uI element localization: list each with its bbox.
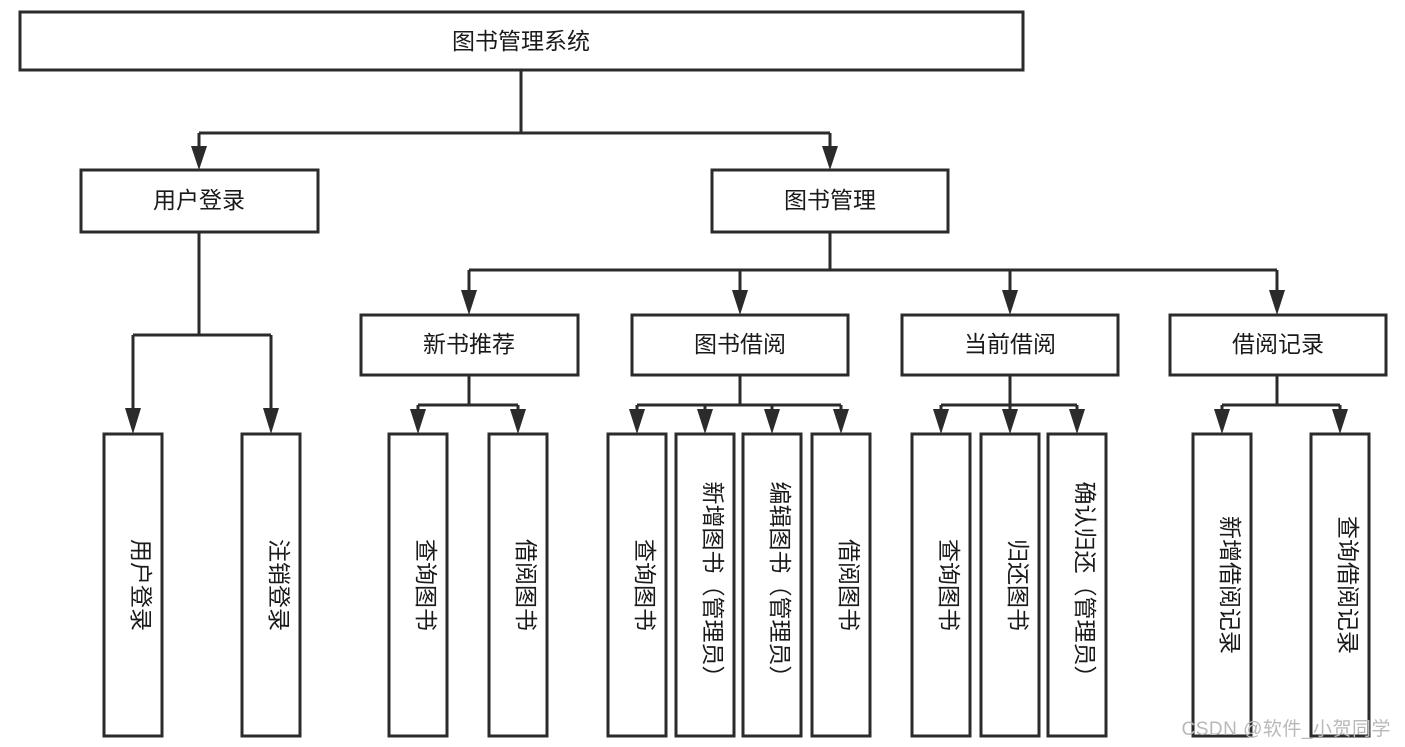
leaf-current-2-label: 归还图书	[1005, 539, 1031, 631]
leaf-borrow-2-box[interactable]	[674, 432, 736, 738]
node-book-borrow[interactable]: 图书借阅	[630, 313, 850, 377]
node-borrow-record-label: 借阅记录	[1232, 331, 1324, 357]
leaf-record-1-label: 新增借阅记录	[1217, 516, 1243, 654]
leaf-borrow-1-box[interactable]	[606, 432, 668, 738]
node-user-login-label: 用户登录	[153, 187, 245, 213]
leaf-borrow-4-box[interactable]	[810, 432, 872, 738]
connector-layer	[125, 70, 1348, 434]
leaf-record-1[interactable]: 新增借阅记录	[1191, 432, 1253, 738]
leaf-current-1-box[interactable]	[910, 432, 972, 738]
arrowhead-recommend-l1	[410, 409, 426, 434]
arrowhead-book-c4	[1269, 290, 1285, 315]
node-book-management-box[interactable]	[710, 168, 950, 234]
node-current-borrow-box[interactable]	[900, 313, 1120, 377]
leaf-user-login-1-box[interactable]	[102, 432, 164, 738]
node-new-book-recommend-box[interactable]	[359, 313, 580, 377]
arrowhead-current-l2	[1002, 409, 1018, 434]
leaf-recommend-2-box[interactable]	[487, 432, 549, 738]
leaf-user-login-1-label: 用户登录	[128, 539, 154, 631]
arrowhead-borrow-l1	[629, 409, 645, 434]
node-current-borrow[interactable]: 当前借阅	[900, 313, 1120, 377]
node-new-book-recommend-label: 新书推荐	[423, 331, 515, 357]
leaf-recommend-2[interactable]: 借阅图书	[487, 432, 549, 738]
arrowhead-record-l1	[1214, 409, 1230, 434]
node-borrow-record[interactable]: 借阅记录	[1168, 313, 1388, 377]
arrowhead-borrow-l4	[833, 409, 849, 434]
leaf-record-2[interactable]: 查询借阅记录	[1309, 432, 1371, 738]
leaf-recommend-1-label: 查询图书	[413, 539, 439, 631]
leaf-recommend-1-box[interactable]	[387, 432, 449, 738]
leaf-current-3-box[interactable]	[1046, 432, 1108, 738]
leaf-current-1-label: 查询图书	[936, 539, 962, 631]
arrowhead-current-l3	[1069, 409, 1085, 434]
leaf-user-login-1[interactable]: 用户登录	[102, 432, 164, 738]
leaf-borrow-4-label: 借阅图书	[836, 539, 862, 631]
node-book-management-label: 图书管理	[784, 187, 876, 213]
leaf-current-1[interactable]: 查询图书	[910, 432, 972, 738]
leaf-recommend-2-label: 借阅图书	[513, 539, 539, 631]
arrowhead-root-to-book	[822, 146, 838, 170]
arrowhead-user-leaf1	[125, 408, 141, 434]
node-new-book-recommend[interactable]: 新书推荐	[359, 313, 580, 377]
node-user-login[interactable]: 用户登录	[79, 168, 320, 234]
leaf-record-2-box[interactable]	[1309, 432, 1371, 738]
arrowhead-user-leaf2	[263, 408, 279, 434]
arrowhead-current-l1	[933, 409, 949, 434]
node-borrow-record-box[interactable]	[1168, 313, 1388, 377]
arrowhead-borrow-l3	[764, 409, 780, 434]
node-current-borrow-label: 当前借阅	[964, 331, 1056, 357]
leaf-borrow-1-label: 查询图书	[632, 539, 658, 631]
node-book-management[interactable]: 图书管理	[710, 168, 950, 234]
leaf-current-2[interactable]: 归还图书	[979, 432, 1041, 738]
leaf-current-3[interactable]: 确认归还（管理员）	[1046, 432, 1108, 738]
leaf-borrow-2[interactable]: 新增图书（管理员）	[674, 432, 736, 738]
arrowhead-root-to-user	[191, 146, 207, 170]
node-user-login-box[interactable]	[79, 168, 320, 234]
arrowhead-book-c1	[461, 290, 477, 315]
node-book-borrow-box[interactable]	[630, 313, 850, 377]
arrowhead-recommend-l2	[510, 409, 526, 434]
leaf-borrow-2-label: 新增图书（管理员）	[700, 482, 726, 689]
node-root-label: 图书管理系统	[452, 28, 590, 54]
leaf-current-2-box[interactable]	[979, 432, 1041, 738]
arrowhead-record-l2	[1332, 409, 1348, 434]
leaf-record-2-label: 查询借阅记录	[1335, 516, 1361, 654]
leaf-borrow-4[interactable]: 借阅图书	[810, 432, 872, 738]
node-root[interactable]: 图书管理系统	[18, 10, 1025, 72]
leaf-recommend-1[interactable]: 查询图书	[387, 432, 449, 738]
arrowhead-borrow-l2	[697, 409, 713, 434]
leaf-borrow-3[interactable]: 编辑图书（管理员）	[741, 432, 803, 738]
leaf-borrow-3-box[interactable]	[741, 432, 803, 738]
leaf-user-login-2-box[interactable]	[240, 432, 302, 738]
leaf-user-login-2[interactable]: 注销登录	[240, 432, 302, 738]
leaf-borrow-1[interactable]: 查询图书	[606, 432, 668, 738]
arrowhead-book-c2	[732, 290, 748, 315]
node-root-box[interactable]	[18, 10, 1025, 72]
leaf-current-3-label: 确认归还（管理员）	[1072, 482, 1098, 689]
leaf-record-1-box[interactable]	[1191, 432, 1253, 738]
arrowhead-book-c3	[1002, 290, 1018, 315]
node-book-borrow-label: 图书借阅	[694, 331, 786, 357]
leaf-user-login-2-label: 注销登录	[266, 539, 292, 631]
leaf-borrow-3-label: 编辑图书（管理员）	[767, 482, 793, 689]
